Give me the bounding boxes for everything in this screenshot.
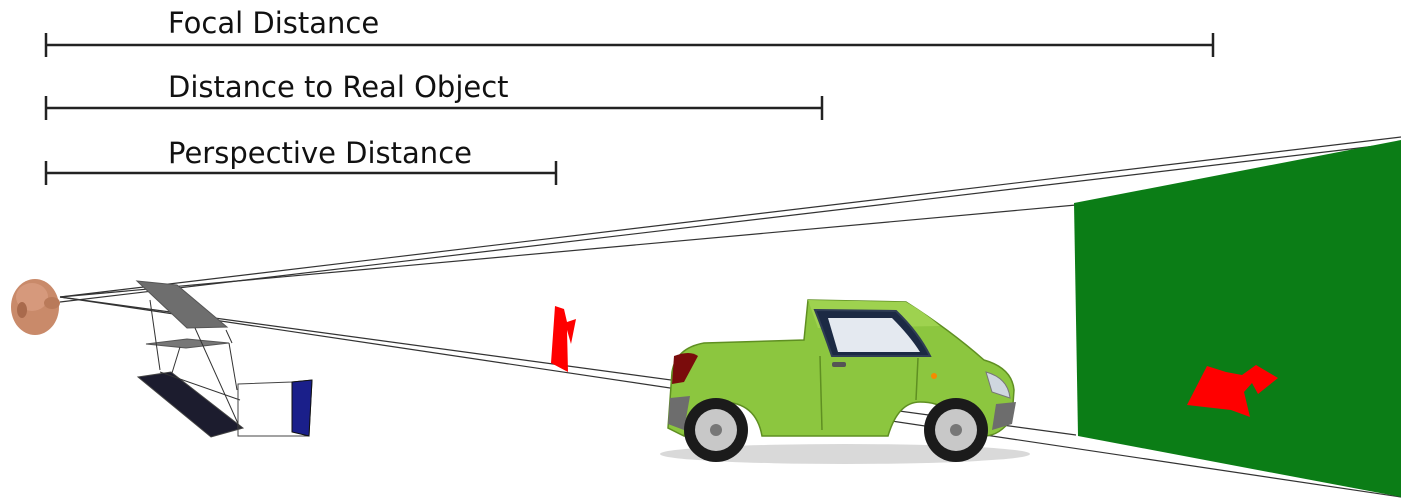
car-icon [660, 299, 1030, 464]
focal-distance-label: Focal Distance [168, 6, 380, 40]
human-head-icon [11, 279, 60, 335]
rear-wheel [684, 398, 748, 462]
focal-distance-bar [44, 33, 1215, 57]
optics-assembly [135, 280, 313, 438]
green-screen-panel [1074, 140, 1401, 497]
real-object-distance-bar [44, 96, 824, 120]
perspective-distance-label: Perspective Distance [168, 136, 472, 170]
perspective-distance-bar [44, 161, 558, 185]
screen-arrow-icon [1187, 365, 1278, 417]
perspective-arrow-icon [551, 306, 576, 372]
front-wheel [924, 398, 988, 462]
real-object-distance-label: Distance to Real Object [168, 70, 509, 104]
